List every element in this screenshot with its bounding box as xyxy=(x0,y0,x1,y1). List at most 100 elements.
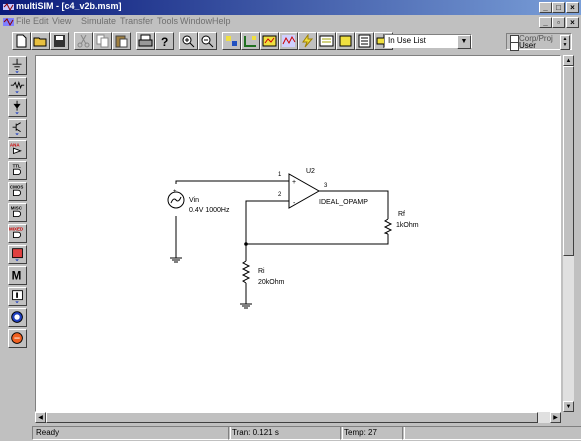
wire-tool-button[interactable] xyxy=(241,32,260,50)
pin2-label: 2 xyxy=(278,192,282,198)
parts-controls-button[interactable] xyxy=(8,287,27,306)
rf-name-label: Rf xyxy=(398,211,405,218)
svg-text:MIXED: MIXED xyxy=(9,226,24,231)
copy-button[interactable] xyxy=(93,32,112,50)
instrument-icon xyxy=(262,35,277,47)
analysis-button[interactable] xyxy=(279,32,298,50)
rf-value-label: 1kOhm xyxy=(396,222,419,229)
svg-text:+: + xyxy=(292,179,296,186)
ttl-icon: TTL xyxy=(13,163,21,175)
parts-misc-digital-button[interactable]: MISC xyxy=(8,203,27,222)
analog-ics-icon: ANA xyxy=(10,142,22,155)
doc-restore-button[interactable]: ▫ xyxy=(552,17,565,28)
save-button[interactable] xyxy=(50,32,69,50)
vertical-scroll-thumb[interactable] xyxy=(563,66,574,256)
parts-basic-button[interactable] xyxy=(8,77,27,96)
menu-tools[interactable]: Tools xyxy=(157,16,179,26)
menu-window[interactable]: Window xyxy=(180,16,213,26)
database-spinner[interactable]: ▲▼ xyxy=(560,35,570,50)
resistor-ri-symbol xyxy=(241,260,251,284)
cut-button[interactable] xyxy=(74,32,93,50)
parts-indicators-button[interactable] xyxy=(8,245,27,264)
minimize-button[interactable]: _ xyxy=(539,2,552,13)
pin1-label: 1 xyxy=(278,172,282,178)
svg-text:ANA: ANA xyxy=(10,142,20,147)
component-button[interactable] xyxy=(222,32,241,50)
parts-ttl-button[interactable]: TTL xyxy=(8,161,27,180)
parts-misc-button[interactable]: M xyxy=(8,266,27,285)
question-mark-icon: ? xyxy=(161,35,168,48)
status-extra-pane xyxy=(402,426,581,440)
ground-sources-icon xyxy=(12,58,22,74)
document-icon[interactable] xyxy=(3,17,14,27)
controls-icon xyxy=(12,290,23,304)
in-use-list-dropdown[interactable]: In Use List ▼ xyxy=(384,34,472,49)
scroll-right-arrow-icon[interactable]: ▶ xyxy=(550,412,561,423)
menu-file[interactable]: File xyxy=(16,16,31,26)
menu-view[interactable]: View xyxy=(52,16,72,26)
paste-button[interactable] xyxy=(112,32,131,50)
ground-symbol-vin xyxy=(170,257,182,263)
multisim-app-icon[interactable] xyxy=(3,2,14,12)
grapher-button[interactable] xyxy=(317,32,336,50)
zoom-out-button[interactable] xyxy=(198,32,217,50)
parts-mixed-button[interactable]: MIXED xyxy=(8,224,27,243)
junction-dot xyxy=(244,242,248,246)
schematic-drawing: + + - xyxy=(167,173,393,309)
svg-text:?: ? xyxy=(161,35,168,48)
rf-icon xyxy=(11,311,23,323)
wire-feedback-to-pin2 xyxy=(245,200,389,245)
horizontal-scroll-thumb[interactable] xyxy=(46,412,538,423)
wire-output-to-rf xyxy=(314,190,389,219)
menu-transfer[interactable]: Transfer xyxy=(120,16,154,26)
new-button[interactable] xyxy=(12,32,31,50)
cmos-icon: CMOS xyxy=(10,184,23,196)
ground-symbol-ri xyxy=(240,303,252,309)
parts-diodes-button[interactable] xyxy=(8,98,27,117)
status-tran-time: Tran: 0.121 s xyxy=(228,426,343,440)
zoom-in-icon xyxy=(182,35,195,48)
run-button[interactable] xyxy=(298,32,317,50)
maximize-button[interactable]: □ xyxy=(552,2,565,13)
scroll-left-arrow-icon[interactable]: ◀ xyxy=(35,412,46,423)
scroll-up-arrow-icon[interactable]: ▲ xyxy=(563,55,574,66)
parts-transistors-button[interactable] xyxy=(8,119,27,138)
svg-text:M: M xyxy=(12,270,22,283)
paste-clipboard-icon xyxy=(115,35,128,48)
user-checkbox[interactable] xyxy=(510,42,519,51)
ri-value-label: 20kOhm xyxy=(258,279,285,286)
zoom-in-button[interactable] xyxy=(179,32,198,50)
parts-rf-button[interactable] xyxy=(8,308,27,327)
menu-simulate[interactable]: Simulate xyxy=(81,16,117,26)
status-ready: Ready xyxy=(32,426,231,440)
parts-cmos-button[interactable]: CMOS xyxy=(8,182,27,201)
menu-edit[interactable]: Edit xyxy=(33,16,49,26)
vertical-scrollbar[interactable]: ▲ ▼ xyxy=(563,55,574,412)
print-button[interactable] xyxy=(136,32,155,50)
electromech-icon xyxy=(11,332,23,344)
lightning-run-icon xyxy=(302,34,314,48)
close-button[interactable]: × xyxy=(566,2,579,13)
parts-analog-button[interactable]: ANA xyxy=(8,140,27,159)
scroll-down-arrow-icon[interactable]: ▼ xyxy=(563,401,574,412)
pin3-label: 3 xyxy=(324,183,328,189)
indicator-icon xyxy=(12,248,23,262)
list-button[interactable] xyxy=(355,32,374,50)
schematic-canvas[interactable]: + + - Vin 0.4V 1000Hz U2 1 2 3 IDEAL_OPA… xyxy=(35,55,561,412)
open-button[interactable] xyxy=(31,32,50,50)
help-button[interactable]: ? xyxy=(155,32,174,50)
instrument-button[interactable] xyxy=(260,32,279,50)
menu-help[interactable]: Help xyxy=(212,16,231,26)
doc-minimize-button[interactable]: _ xyxy=(539,17,552,28)
postprocessor-button[interactable] xyxy=(336,32,355,50)
open-folder-icon xyxy=(33,37,47,47)
parts-sources-button[interactable] xyxy=(8,56,27,75)
horizontal-scrollbar[interactable]: ◀ ▶ xyxy=(35,412,561,423)
save-disk-icon xyxy=(54,35,65,47)
parts-electromech-button[interactable] xyxy=(8,329,27,348)
chevron-down-icon[interactable]: ▼ xyxy=(457,35,471,49)
grapher-icon xyxy=(319,35,334,47)
title-bar: multiSIM - [c4_v2b.msm] xyxy=(0,0,581,15)
doc-close-button[interactable]: × xyxy=(566,17,579,28)
wire-tool-icon xyxy=(244,36,256,47)
